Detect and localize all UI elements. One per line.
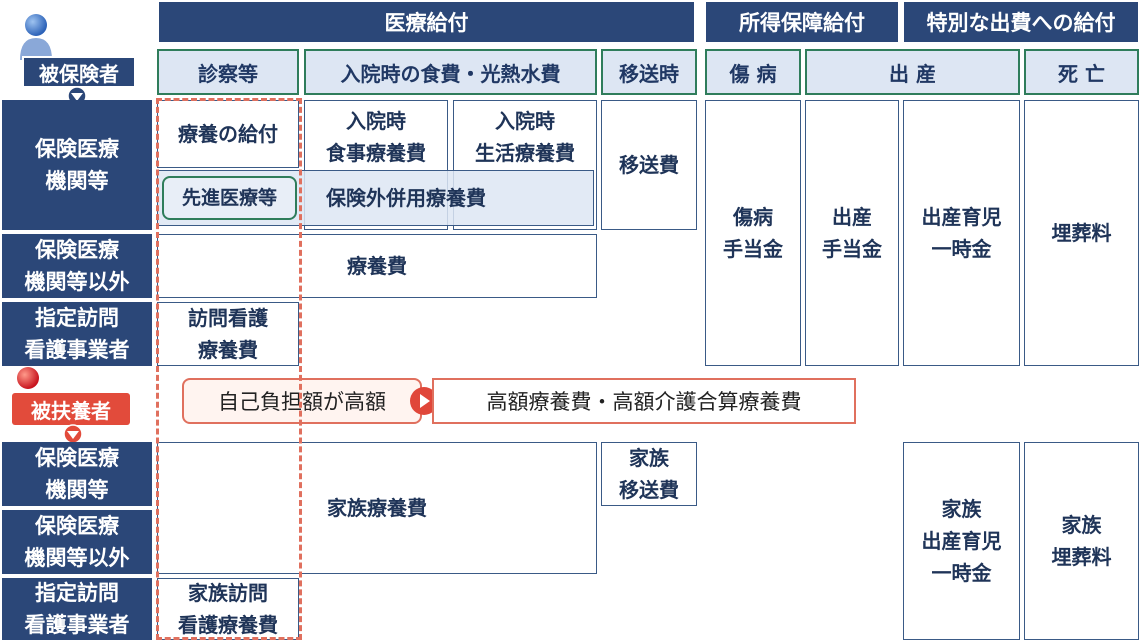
cell-text: 療養の給付 xyxy=(178,122,278,146)
cell-text: 訪問看護 xyxy=(188,306,268,330)
cell-medical-care: 療養の給付 xyxy=(157,100,299,168)
high-cost-result-text: 高額療養費・高額介護合算療養費 xyxy=(486,390,802,414)
header-text: 所得保障給付 xyxy=(739,11,865,35)
cell-family-care: 家族療養費 xyxy=(157,442,597,574)
cell-burial-fee: 埋葬料 xyxy=(1024,100,1139,366)
cell-text: 出産育児 xyxy=(921,205,1002,229)
subheader-hospital-meal: 入院時の食費・光熱水費 xyxy=(304,49,597,95)
subheader-text: 移送時 xyxy=(619,61,679,86)
subheader-consultation: 診察等 xyxy=(157,49,299,95)
insured-person-icon xyxy=(20,14,52,60)
cell-maternity-allowance: 出産 手当金 xyxy=(805,100,899,366)
subheader-text: 診察等 xyxy=(198,61,258,86)
row-label-line: 指定訪問 xyxy=(35,581,119,605)
cell-text: 埋葬料 xyxy=(1051,545,1112,569)
cell-text: 保険外併用療養費 xyxy=(326,186,486,210)
cell-family-childbirth: 家族 出産育児 一時金 xyxy=(903,442,1020,640)
row-label-line: 機関等以外 xyxy=(24,270,130,294)
cell-text: 療養費 xyxy=(347,254,407,278)
cell-family-visiting-nurse: 家族訪問 看護療養費 xyxy=(157,578,299,640)
cell-text: 療養費 xyxy=(198,338,258,362)
cell-text: 出産 xyxy=(832,205,872,229)
cell-text: 先進医療等 xyxy=(181,187,277,209)
subheader-text: 傷 病 xyxy=(729,61,777,86)
row-label-line: 機関等 xyxy=(45,169,109,193)
header-text: 特別な出費への給付 xyxy=(926,11,1116,35)
subheader-text: 入院時の食費・光熱水費 xyxy=(340,61,561,86)
header-medical-benefits: 医療給付 xyxy=(157,0,696,44)
cell-text: 家族 xyxy=(941,497,982,521)
cell-text: 看護療養費 xyxy=(178,613,278,637)
subheader-text: 出 産 xyxy=(889,61,936,86)
cell-family-burial: 家族 埋葬料 xyxy=(1024,442,1139,640)
cell-childbirth-lump-sum: 出産育児 一時金 xyxy=(903,100,1020,366)
header-special-benefits: 特別な出費への給付 xyxy=(902,0,1140,44)
insured-row-visiting-nurse: 指定訪問 看護事業者 xyxy=(2,302,152,366)
cell-text: 食事療養費 xyxy=(326,141,426,165)
cell-text: 生活療養費 xyxy=(475,141,575,165)
high-cost-arrow-icon xyxy=(410,387,438,415)
cell-family-transport: 家族 移送費 xyxy=(601,442,697,506)
header-text: 医療給付 xyxy=(384,11,469,35)
subheader-childbirth: 出 産 xyxy=(805,49,1020,95)
cell-text: 家族療養費 xyxy=(327,496,427,520)
high-cost-result: 高額療養費・高額介護合算療養費 xyxy=(432,378,856,424)
cell-text: 一時金 xyxy=(931,237,992,261)
row-label-line: 保険医療 xyxy=(35,238,119,262)
dependent-label-text: 被扶養者 xyxy=(31,398,111,423)
row-label-line: 看護事業者 xyxy=(24,613,130,637)
cell-text: 家族 xyxy=(1061,513,1102,537)
cell-sickness-allowance: 傷病 手当金 xyxy=(705,100,801,366)
insured-row-medical-institution: 保険医療 機関等 xyxy=(2,100,152,230)
subheader-text: 死 亡 xyxy=(1058,61,1105,86)
cell-text: 一時金 xyxy=(931,561,992,585)
cell-text: 移送費 xyxy=(619,153,679,177)
cell-text: 入院時 xyxy=(495,109,555,133)
row-label-line: 保険医療 xyxy=(35,446,119,470)
dependent-row-non-medical-institution: 保険医療 機関等以外 xyxy=(2,510,152,574)
cell-care-cost: 療養費 xyxy=(157,234,597,298)
cell-visiting-nurse-cost: 訪問看護 療養費 xyxy=(157,302,299,366)
dependent-person-icon xyxy=(17,367,39,389)
dependent-row-visiting-nurse: 指定訪問 看護事業者 xyxy=(2,578,152,640)
row-label-line: 指定訪問 xyxy=(35,306,119,330)
insured-row-non-medical-institution: 保険医療 機関等以外 xyxy=(2,234,152,298)
cell-advanced-medical: 先進医療等 xyxy=(162,176,297,220)
row-label-line: 機関等 xyxy=(45,478,109,502)
row-label-line: 保険医療 xyxy=(35,514,119,538)
cell-transport-cost: 移送費 xyxy=(601,100,697,230)
cell-text: 移送費 xyxy=(619,478,679,502)
dependent-down-arrow-icon xyxy=(63,424,83,444)
cell-text: 入院時 xyxy=(346,109,406,133)
row-label-line: 看護事業者 xyxy=(24,338,130,362)
cell-text: 家族 xyxy=(629,446,669,470)
cell-text: 出産育児 xyxy=(921,529,1002,553)
dependent-label: 被扶養者 xyxy=(12,393,130,425)
dependent-row-medical-institution: 保険医療 機関等 xyxy=(2,442,152,506)
cell-text: 埋葬料 xyxy=(1051,221,1112,245)
row-label-line: 保険医療 xyxy=(35,137,119,161)
subheader-death: 死 亡 xyxy=(1024,49,1139,95)
cell-text: 傷病 xyxy=(733,205,773,229)
high-cost-condition-text: 自己負担額が高額 xyxy=(218,390,386,414)
cell-meal-care: 入院時 食事療養費 xyxy=(304,100,448,230)
cell-text: 家族訪問 xyxy=(188,581,268,605)
subheader-injury: 傷 病 xyxy=(705,49,801,95)
header-income-benefits: 所得保障給付 xyxy=(704,0,900,44)
cell-text: 手当金 xyxy=(723,237,783,261)
subheader-transport: 移送時 xyxy=(601,49,697,95)
row-label-line: 機関等以外 xyxy=(24,546,130,570)
cell-text: 手当金 xyxy=(822,237,882,261)
insured-label: 被保険者 xyxy=(22,56,136,88)
insured-label-text: 被保険者 xyxy=(39,61,119,86)
high-cost-condition: 自己負担額が高額 xyxy=(182,378,422,424)
